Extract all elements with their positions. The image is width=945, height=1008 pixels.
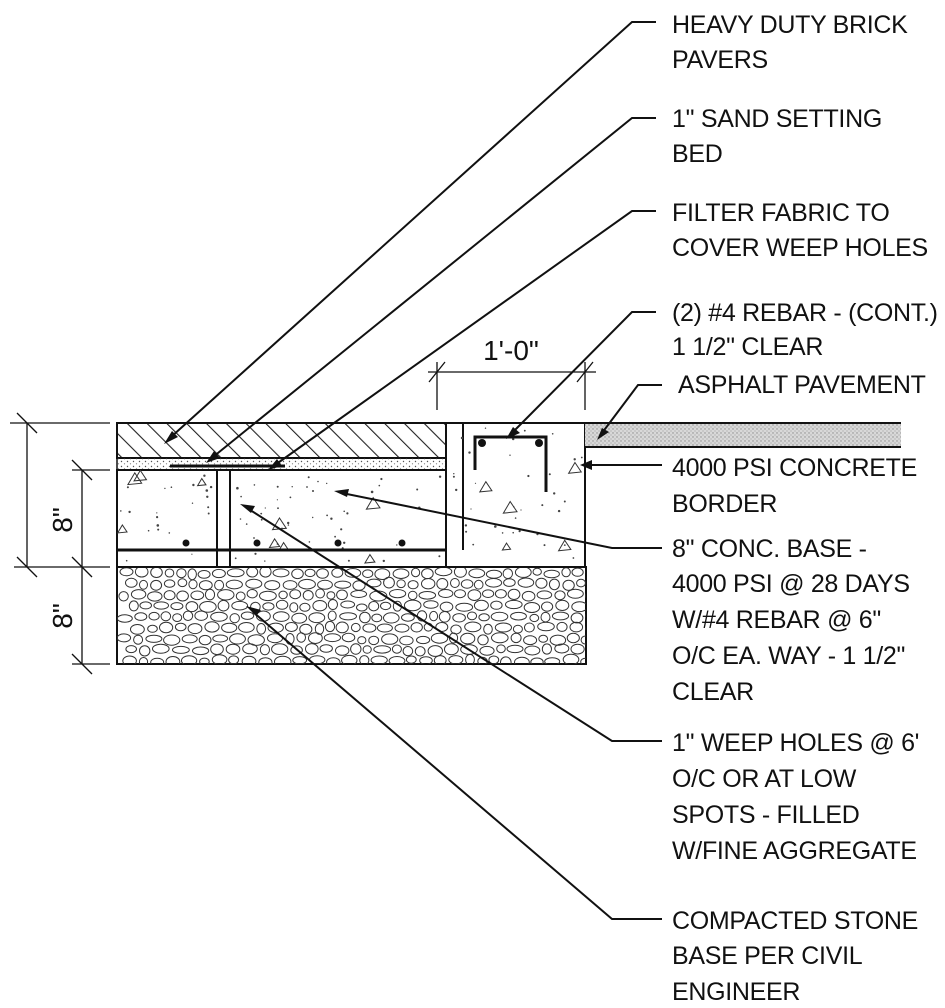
concrete-border-speckle bbox=[452, 427, 583, 559]
concrete-border bbox=[445, 422, 586, 568]
note-border-rebar: (2) #4 REBAR - (CONT.) 1 1/2" CLEAR bbox=[672, 299, 944, 361]
note-sand-bed: 1" SAND SETTING BED bbox=[672, 105, 889, 168]
note-asphalt: ASPHALT PAVEMENT bbox=[678, 371, 926, 399]
width-dimension-label: 1'-0" bbox=[483, 335, 539, 366]
compacted-stone-base bbox=[116, 566, 587, 665]
asphalt-pavement bbox=[585, 423, 901, 447]
annotation-notes: HEAVY DUTY BRICK PAVERS 1" SAND SETTING … bbox=[672, 11, 944, 1006]
note-concrete-base: 8" CONC. BASE - 4000 PSI @ 28 DAYS W/#4 … bbox=[672, 535, 916, 706]
note-pavers: HEAVY DUTY BRICK PAVERS bbox=[672, 11, 914, 74]
vertical-dimensions: 8" 8" bbox=[10, 412, 110, 675]
note-weep-holes: 1" WEEP HOLES @ 6' O/C OR AT LOW SPOTS -… bbox=[672, 729, 926, 865]
concrete-base-slab bbox=[116, 469, 447, 568]
brick-paver-layer bbox=[116, 422, 447, 459]
width-dimension: 1'-0" bbox=[428, 335, 596, 410]
note-filter-fabric: FILTER FABRIC TO COVER WEEP HOLES bbox=[672, 199, 928, 262]
note-stone-base: COMPACTED STONE BASE PER CIVIL ENGINEER bbox=[672, 907, 925, 1006]
weep-hole bbox=[216, 469, 231, 568]
leader-lines bbox=[164, 21, 662, 920]
note-concrete-border: 4000 PSI CONCRETE BORDER bbox=[672, 454, 924, 518]
upper-depth-dimension: 8" bbox=[47, 507, 78, 533]
lower-depth-dimension: 8" bbox=[47, 603, 78, 629]
